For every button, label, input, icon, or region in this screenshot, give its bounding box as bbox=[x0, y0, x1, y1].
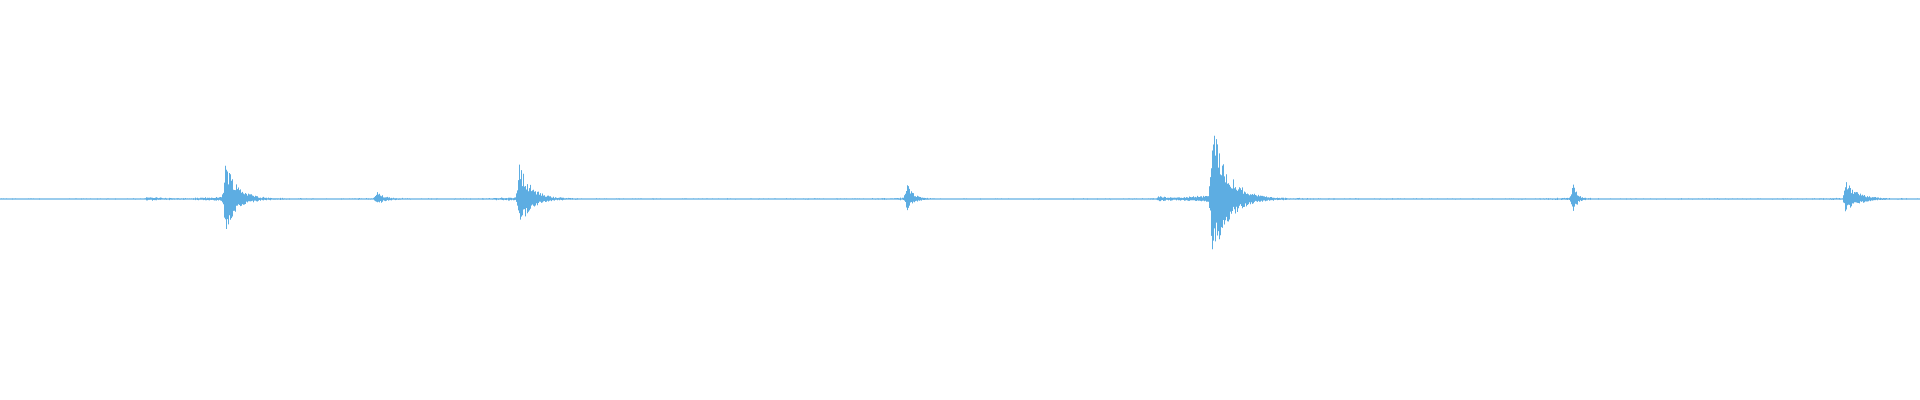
waveform-signal bbox=[0, 135, 1920, 250]
